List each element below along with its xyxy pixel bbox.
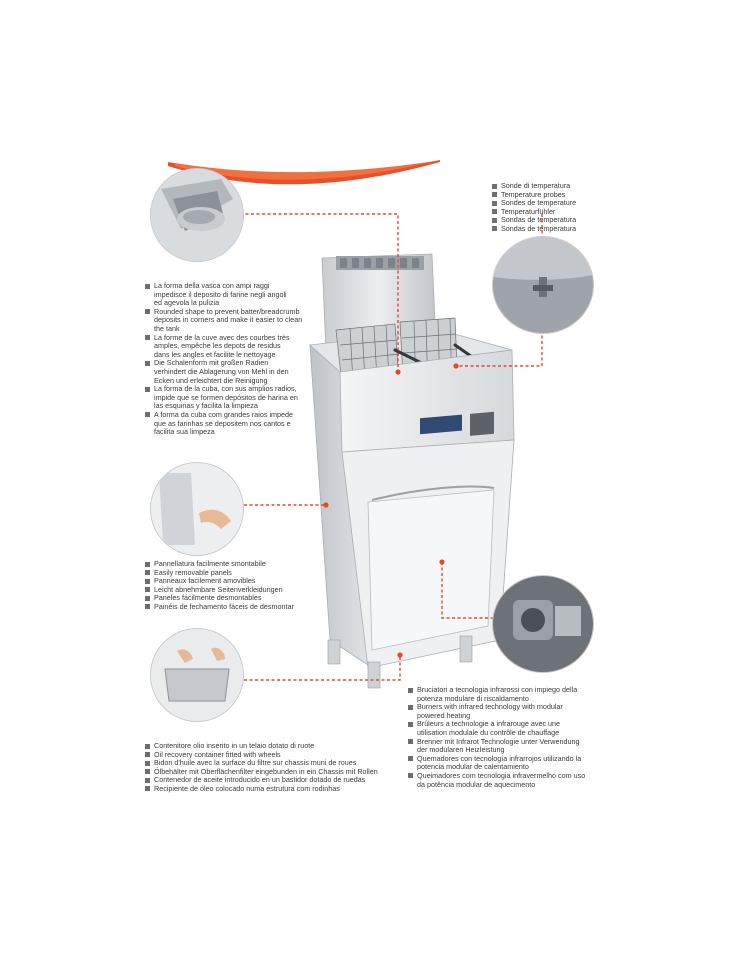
callout-line: Oil recovery container fitted with wheel… — [145, 750, 378, 760]
callout-line: Brûleurs a technologie a infrarouge avec… — [408, 720, 585, 729]
cabinet-door — [367, 489, 495, 651]
callout-line: Sondas de temperatura — [492, 224, 576, 234]
callout-line: Leicht abnehmbare Seitenverkleidungen — [145, 585, 294, 595]
burner-detail-photo — [492, 575, 594, 673]
callout-line: Sonde di temperatura — [492, 181, 576, 191]
callout-oil-container: Contenitore olio inserito in un telaio d… — [145, 741, 378, 794]
callout-line: La forma de la cuba, con sus amplios rad… — [145, 384, 302, 394]
callout-line: Quemadores con tecnología infrarrojos ut… — [408, 754, 585, 764]
callout-temperature-probes: Sonde di temperatura Temperature probes … — [492, 181, 576, 234]
callout-line: Sondes de temperature — [492, 198, 576, 208]
callout-line: Panneaux facilement amovibles — [145, 576, 294, 586]
red-swoosh-banner — [168, 160, 440, 185]
callout-line: Pannellatura facilmente smontabile — [145, 559, 294, 569]
callout-line: Sondas de temperatura — [492, 216, 576, 225]
callout-line: Bruciatori a tecnologia infrarossi con i… — [408, 685, 585, 695]
callout-line: Ölbehälter mit Oberflächenfilter eingebu… — [145, 767, 378, 777]
callout-line: Contenitore olio inserito in un telaio d… — [145, 741, 378, 751]
callout-line: Burners with infrared technology with mo… — [408, 702, 585, 712]
callout-line: Contenedor de aceite introducido en un b… — [145, 776, 378, 785]
probe-detail-photo — [492, 236, 594, 334]
panel-detail-photo — [150, 462, 244, 556]
callout-tank-shape: La forma della vasca con ampi raggi impe… — [145, 281, 302, 437]
callout-line: Paneles fácilmente desmontables — [145, 594, 294, 603]
callout-line: Die Schalenform mit großen Radien — [145, 359, 302, 368]
callout-line: Recipiente de óleo colocado numa estrutu… — [145, 784, 378, 794]
callout-line: A forma da cuba com grandes raios impede — [145, 410, 302, 420]
callout-line: Bidon d'huile avec la surface du filtre … — [145, 758, 378, 768]
oil-container-detail-photo — [150, 628, 244, 722]
legs — [327, 635, 473, 689]
callout-line: Temperaturfühler — [492, 207, 576, 217]
callout-infrared-burners: Bruciatori a tecnologia infrarossi con i… — [408, 685, 585, 789]
tank-detail-photo — [150, 168, 244, 262]
callout-line: Brenner mit Infrarot Technologie unter V… — [408, 737, 585, 747]
callout-line: Painéis de fechamento fáceis de desmonta… — [145, 602, 294, 612]
callout-line: Rounded shape to prevent batter/breadcru… — [145, 307, 302, 317]
callout-line: Temperature probes — [492, 190, 576, 200]
callout-line: La forme de la cuve avec des courbes trè… — [145, 333, 302, 343]
callout-line: Queimadores com tecnologia infravermelho… — [408, 771, 585, 781]
callout-line: Easily removable panels — [145, 568, 294, 578]
leader-lines — [240, 213, 543, 681]
callout-line: La forma della vasca con ampi raggi — [145, 281, 302, 291]
callout-removable-panels: Pannellatura facilmente smontabile Easil… — [145, 559, 294, 612]
